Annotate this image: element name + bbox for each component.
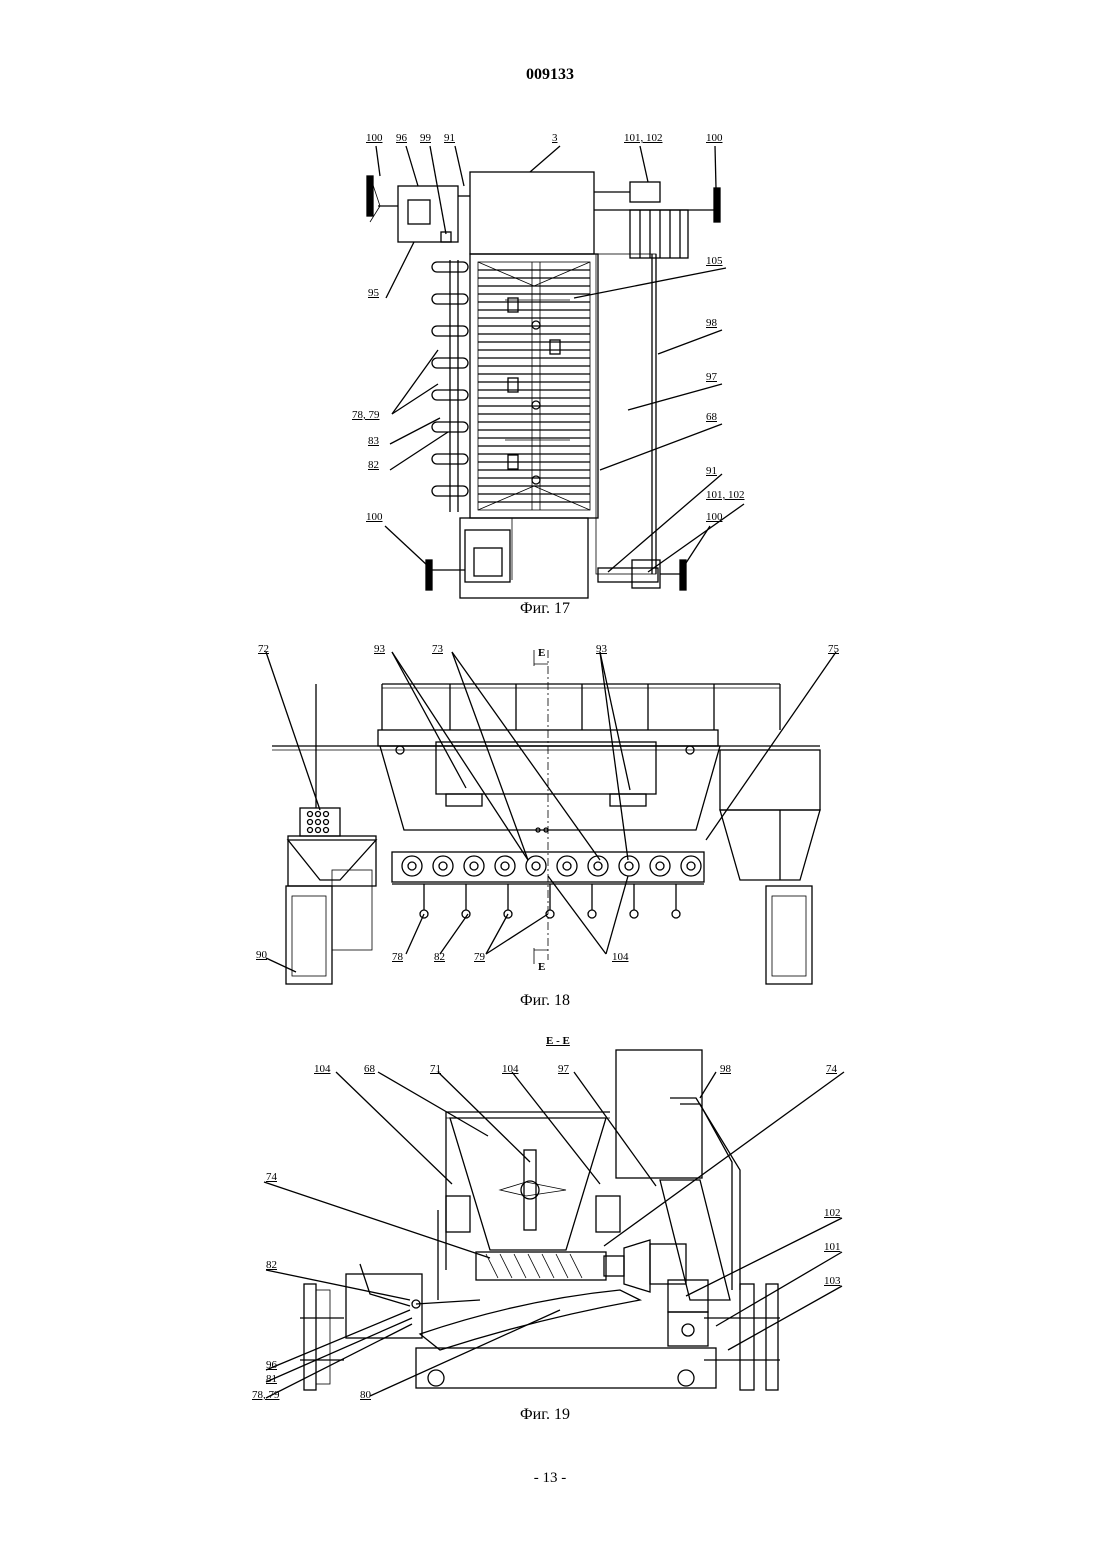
fig19-label: 102 [824, 1208, 841, 1219]
fig19-label: 101 [824, 1242, 841, 1253]
figure-19-drawing [0, 0, 1100, 1430]
fig19-label: 96 [266, 1360, 277, 1371]
figure-19-caption: Фиг. 19 [520, 1406, 570, 1424]
fig19-label: 74 [266, 1172, 277, 1183]
fig19-label: 68 [364, 1064, 375, 1075]
fig19-label: 74 [826, 1064, 837, 1075]
fig19-label: 97 [558, 1064, 569, 1075]
fig19-label: 80 [360, 1390, 371, 1401]
fig19-label: 98 [720, 1064, 731, 1075]
fig19-label: 71 [430, 1064, 441, 1075]
page-number: - 13 - [0, 1470, 1100, 1487]
fig19-label: 82 [266, 1260, 277, 1271]
fig19-label: 103 [824, 1276, 841, 1287]
fig19-label: 104 [314, 1064, 331, 1075]
figure-19: Е - Е 104 68 71 104 97 98 74 74 102 101 … [0, 0, 1100, 1430]
fig19-label: 78, 79 [252, 1390, 280, 1401]
fig19-label: 104 [502, 1064, 519, 1075]
fig19-label: 81 [266, 1374, 277, 1385]
section-title: Е - Е [546, 1036, 570, 1047]
